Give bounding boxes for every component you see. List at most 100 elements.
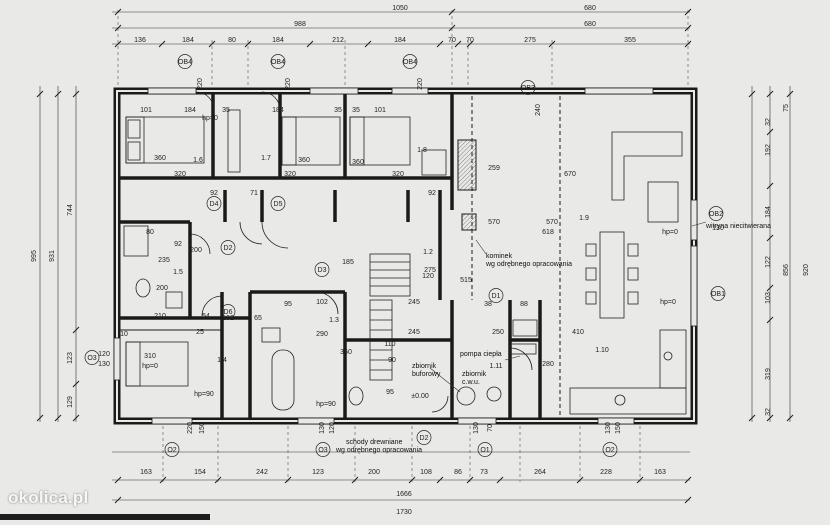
room-dimension-label: 90	[388, 357, 396, 364]
dimension-tick	[306, 40, 314, 48]
dimension-tick	[576, 476, 584, 484]
window-size-label: 70	[487, 424, 494, 432]
dimension-tick	[114, 24, 122, 32]
dimension-tick	[208, 40, 216, 48]
room-dimension-label: 320	[284, 171, 296, 178]
window-size-label: 130	[605, 422, 612, 434]
room-dimension-label: 65	[254, 315, 262, 322]
top-dim-segment: 80	[228, 37, 236, 44]
right-dim: 184	[765, 206, 772, 218]
bed-room-1-7	[281, 116, 341, 166]
dimension-tick	[766, 234, 774, 242]
fireplace-note: wg odrębnego opracowania	[485, 261, 572, 268]
top-dim-segment: 275	[524, 37, 536, 44]
bottom-dim-segment: 200	[368, 469, 380, 476]
top-dim-segment: 70	[466, 37, 474, 44]
window-tag-bottom-circle	[602, 442, 618, 457]
left-dim-mid: 123	[67, 352, 74, 364]
top-dim-segment: 184	[272, 37, 284, 44]
top-dim-segment: 136	[134, 37, 146, 44]
right-dim: 75	[783, 104, 790, 112]
cwu-tank	[486, 386, 502, 402]
room-dimension-label: 38	[484, 301, 492, 308]
window-tag-top-circle	[520, 80, 536, 95]
dimension-tick	[408, 476, 416, 484]
top-dim-overall: 680	[584, 5, 596, 12]
bottom-dim-total: 1730	[396, 509, 412, 516]
room-dimension-label: 570	[488, 219, 500, 226]
room-dimension-label: 320	[392, 171, 404, 178]
room-dimension-label: 570	[546, 219, 558, 226]
room-dimension-label: 618	[542, 229, 554, 236]
window-size-label: 150	[199, 422, 206, 434]
dimension-tick	[114, 40, 122, 48]
door-tag-circle	[220, 240, 236, 255]
room-dimension-label: 10	[120, 331, 128, 338]
dimension-tick	[72, 414, 80, 422]
bed-room-1-8	[349, 116, 411, 166]
storefront-window-label: witryna niecitwierana	[705, 223, 771, 230]
window-tag-top: OB4	[271, 59, 285, 66]
room-dimension-label: 350	[340, 349, 352, 356]
room-number-1-9: 1.9	[579, 215, 589, 222]
window-size-label: 240	[535, 104, 542, 116]
dimension-tick	[636, 476, 644, 484]
dimension-tick	[466, 476, 474, 484]
room-dimension-label: 101	[140, 107, 152, 114]
room-dimension-label: 35	[334, 107, 342, 114]
door-tag-circle	[416, 430, 432, 445]
window-size-label: 220	[417, 78, 424, 90]
dimension-tick	[436, 40, 444, 48]
dimension-tick	[766, 284, 774, 292]
room-dimension-label: 290	[316, 331, 328, 338]
buffer-tank	[456, 386, 476, 406]
dimension-tick	[766, 90, 774, 98]
bottom-dim-overall: 1666	[396, 491, 412, 498]
dimension-tick	[466, 40, 474, 48]
dimension-tick	[36, 414, 44, 422]
window-tag-bottom: O2	[167, 447, 176, 454]
window-tag-side: O3	[87, 355, 96, 362]
room-dimension-label: 95	[284, 301, 292, 308]
dimension-tick	[766, 182, 774, 190]
room-dimension-label: 410	[572, 329, 584, 336]
room-number-1-4: 1.4	[217, 357, 227, 364]
room-dimension-label: 184	[184, 107, 196, 114]
top-dim-wall: 680	[584, 21, 596, 28]
left-window-height: 130	[98, 361, 110, 368]
door-tag: D2	[224, 245, 233, 252]
bottom-dim-segment: 242	[256, 469, 268, 476]
buffer-tank-label: zbiornik	[412, 363, 437, 370]
left-window-width: 120	[98, 351, 110, 358]
window-size-label: 130	[319, 422, 326, 434]
callout-leaders	[429, 221, 707, 393]
dimension-tick	[351, 476, 359, 484]
room-dimension-label: 245	[408, 329, 420, 336]
room-dimension-label: 102	[316, 299, 328, 306]
dimension-tick	[54, 414, 62, 422]
room-dimension-label: 35	[222, 107, 230, 114]
right-dim: 920	[803, 264, 810, 276]
bottom-dim-segment: 86	[454, 469, 462, 476]
height-label: hp=0	[660, 299, 676, 306]
height-label: hp=0	[202, 115, 218, 122]
room-number-1-6: 1.6	[193, 157, 203, 164]
room-dimension-label: 280	[542, 361, 554, 368]
room-dimension-label: 360	[298, 157, 310, 164]
room-dimension-label: 92	[174, 241, 182, 248]
window-tag-side: OB2	[709, 211, 723, 218]
room-dimension-label: 185	[342, 259, 354, 266]
site-watermark: okolica.pl	[8, 488, 89, 507]
room-dimension-label: 88	[520, 301, 528, 308]
sofa	[611, 131, 683, 201]
window-size-label: 220	[285, 78, 292, 90]
room-dimension-label: 275	[424, 267, 436, 274]
window-tag-side-circle	[84, 350, 100, 365]
right-dim: 32	[765, 408, 772, 416]
bottom-dim-segment: 163	[654, 469, 666, 476]
window-tag-top-circle	[402, 54, 418, 69]
fireplace-label: kominek	[486, 253, 513, 260]
dimension-tick	[448, 8, 456, 16]
room-dimension-label: 54	[202, 313, 210, 320]
room-dimension-label: 80	[146, 229, 154, 236]
